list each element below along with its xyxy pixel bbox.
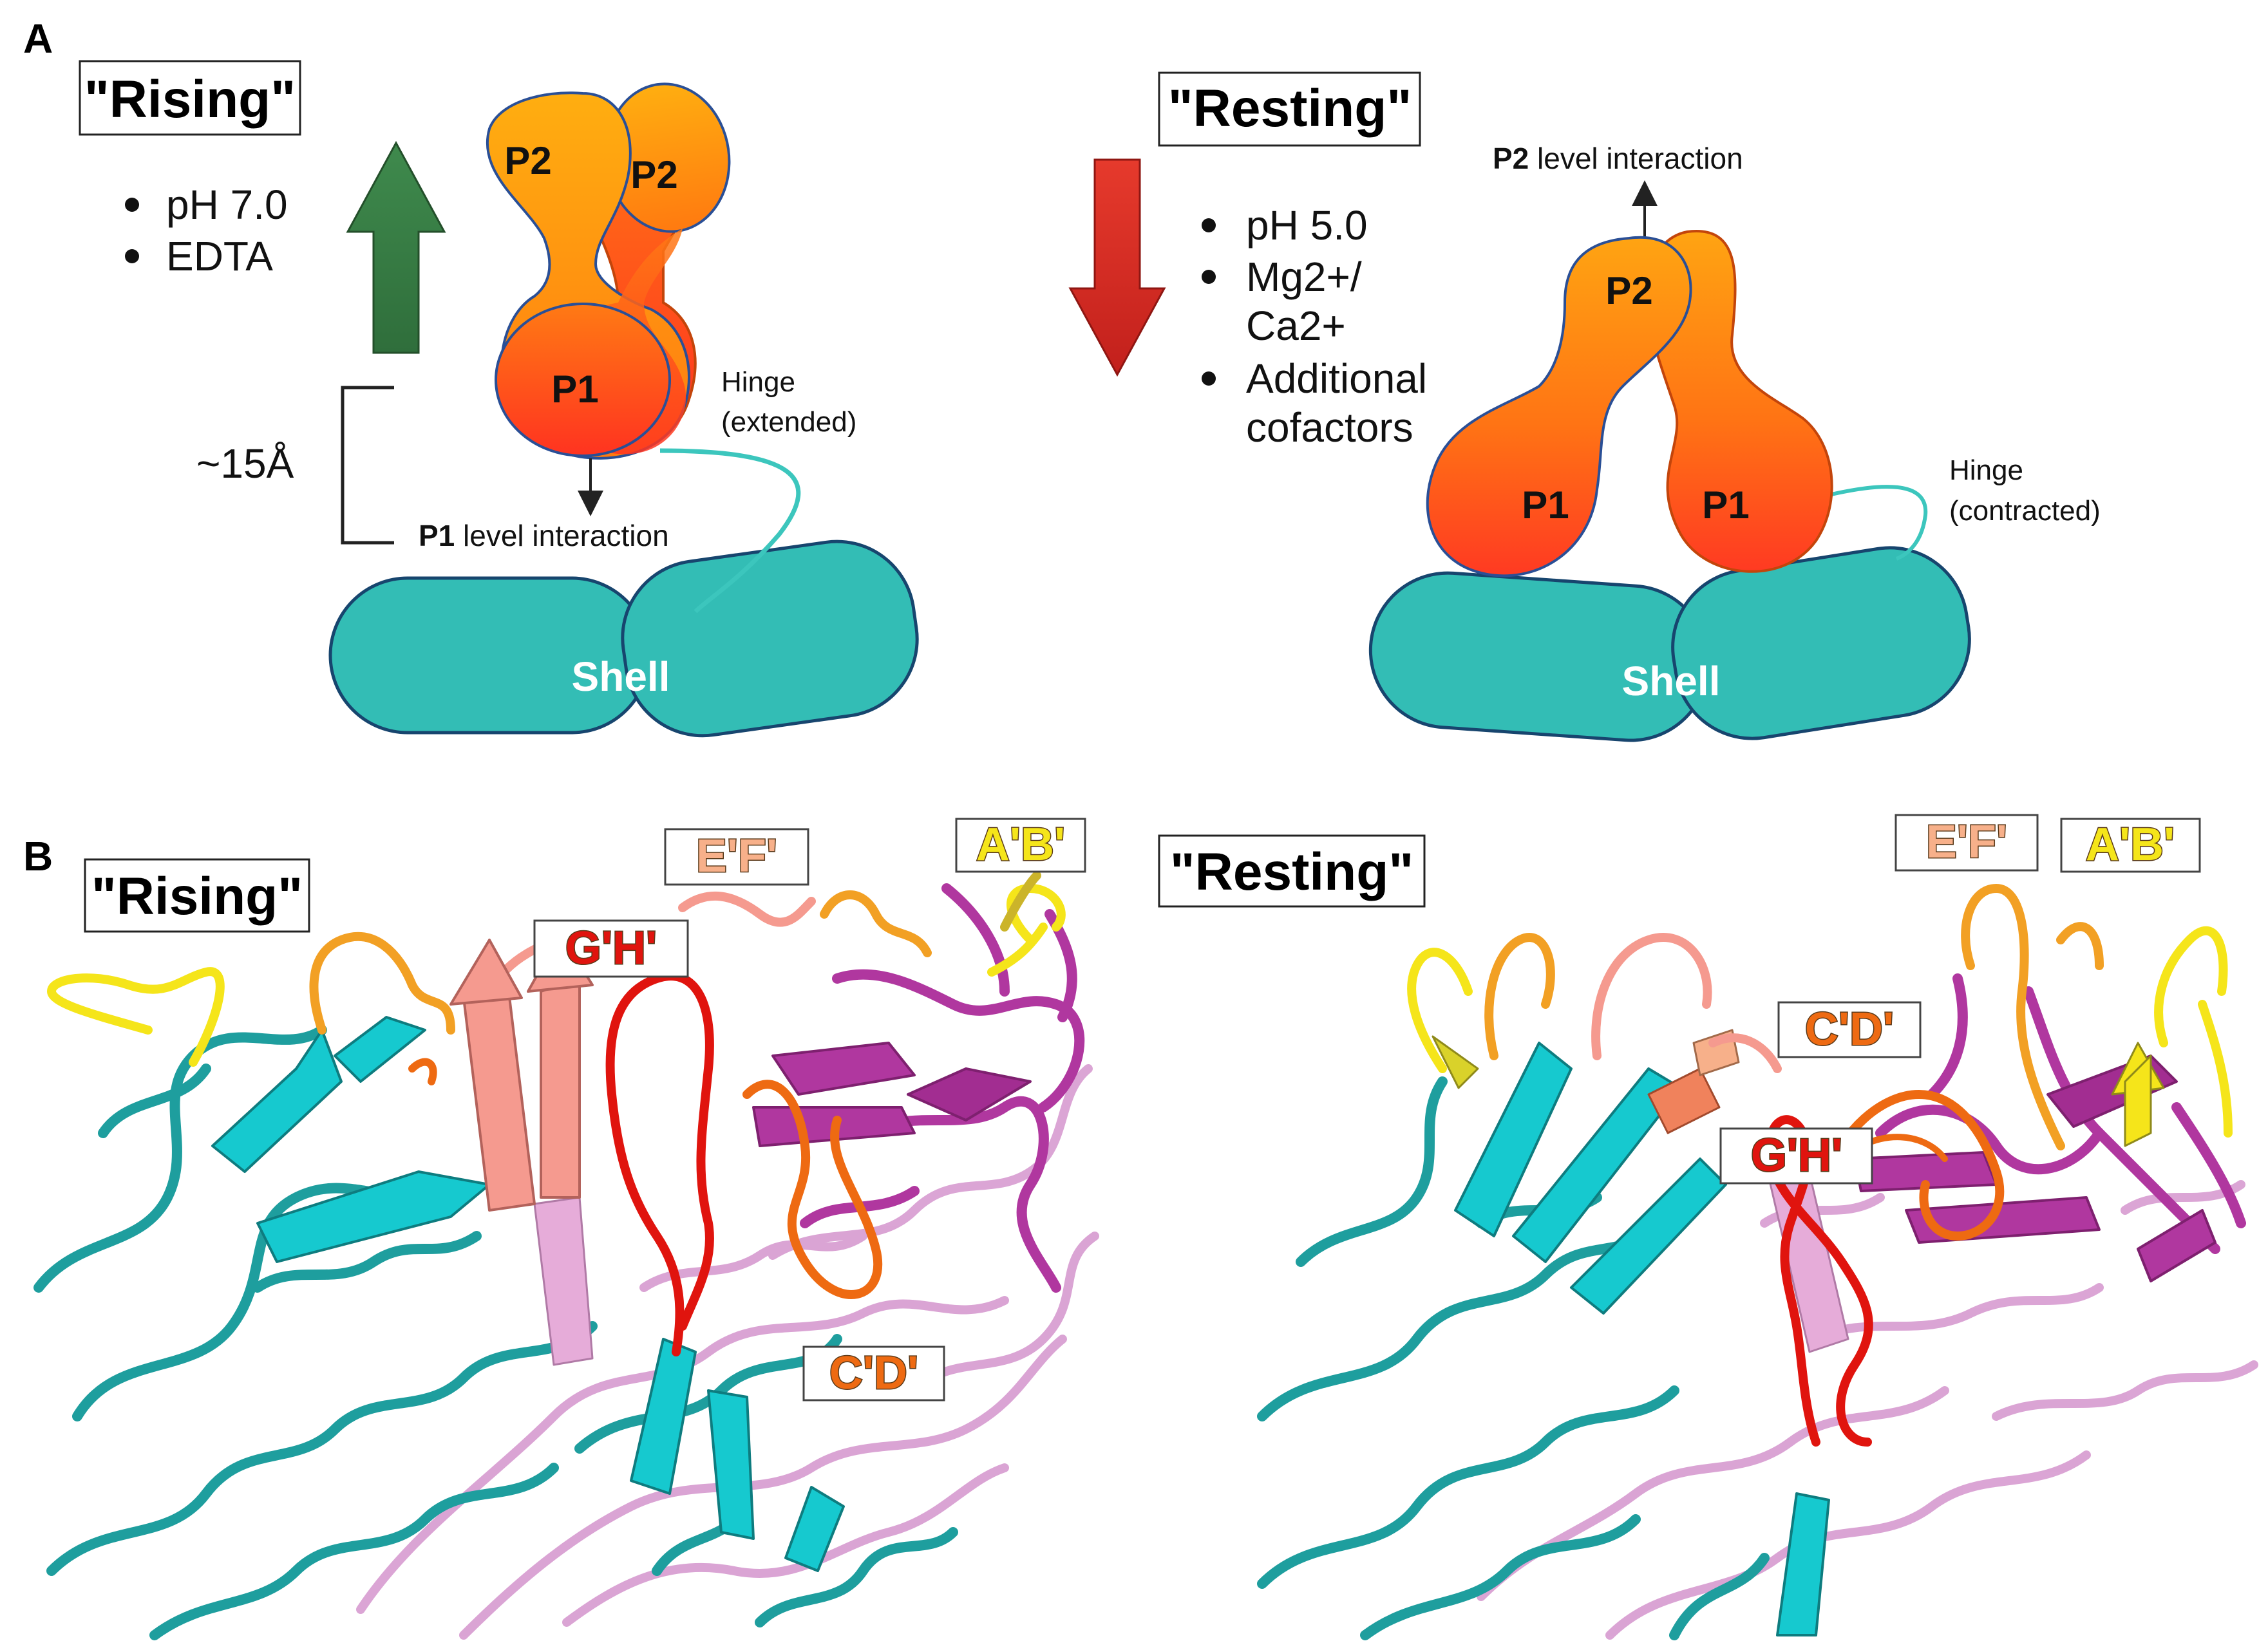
rising-panel-b-title: "Rising" [91, 867, 303, 926]
resting-ef-label: E'F' [1926, 816, 2007, 868]
rising-cd-label-box: C'D' [802, 1345, 945, 1402]
resting-protein-structure [1257, 884, 2258, 1640]
resting-panel-b-title: "Resting" [1170, 843, 1413, 901]
rising-gh-label-box: G'H' [533, 919, 689, 978]
rising-condition-2: EDTA [166, 233, 273, 279]
resting-gh-label: G'H' [1751, 1130, 1842, 1181]
resting-condition-3b: cofactors [1246, 404, 1413, 451]
rising-title: "Rising" [84, 70, 296, 129]
resting-domain-left [1426, 236, 1692, 577]
down-arrow-icon [1068, 158, 1166, 377]
resting-condition-3: Additional [1246, 355, 1427, 402]
resting-cd-label-box: C'D' [1777, 1001, 1922, 1058]
rising-panel-b-title-box: "Rising" [84, 858, 310, 933]
rising-ef-label-box: E'F' [664, 828, 809, 886]
distance-bracket: ~15Å [196, 386, 394, 545]
resting-ab-label-box: A'B' [2060, 818, 2201, 873]
panel-b-letter: B [23, 833, 53, 879]
resting-condition-2b: Ca2+ [1246, 303, 1346, 349]
rising-ef-label: E'F' [696, 830, 777, 882]
rising-p2-left-label: P2 [504, 139, 551, 182]
rising-hinge-label-line1: Hinge [721, 366, 795, 398]
up-arrow-icon [346, 140, 446, 354]
resting-title-box: "Resting" [1158, 71, 1421, 147]
rising-cd-label: C'D' [829, 1347, 918, 1399]
resting-conditions-list: pH 5.0 Mg2+/ Ca2+ Additional cofactors [1202, 202, 1427, 451]
rising-shell-label: Shell [572, 653, 670, 700]
rising-conditions-list: pH 7.0 EDTA [125, 182, 288, 279]
panel-a-letter: A [23, 15, 53, 62]
rising-condition-1: pH 7.0 [166, 182, 288, 228]
resting-condition-1: pH 5.0 [1246, 202, 1368, 248]
resting-hinge-label-line2: (contracted) [1949, 495, 2101, 527]
rising-title-box: "Rising" [79, 60, 301, 136]
rising-p2-right-label: P2 [630, 153, 677, 196]
rising-shell: Shell [328, 539, 919, 738]
rising-hinge-label-line2: (extended) [721, 406, 856, 438]
resting-shell: Shell [1368, 546, 1971, 742]
resting-ef-label-box: E'F' [1895, 814, 2039, 872]
resting-condition-2: Mg2+/ [1246, 254, 1362, 300]
rising-ab-label-box: A'B' [955, 818, 1086, 873]
rising-protein-structure [33, 871, 1099, 1640]
resting-shell-label: Shell [1622, 658, 1721, 704]
distance-label: ~15Å [196, 440, 294, 487]
resting-ab-label: A'B' [2086, 819, 2175, 870]
resting-hinge [1825, 485, 1928, 561]
resting-p1-left-label: P1 [1522, 483, 1569, 527]
rising-p1-label: P1 [551, 368, 598, 411]
rising-ab-label: A'B' [976, 819, 1065, 870]
resting-panel-b-title-box: "Resting" [1158, 834, 1426, 908]
resting-title: "Resting" [1168, 79, 1412, 138]
resting-hinge-label-line1: Hinge [1949, 455, 2023, 486]
resting-gh-label-box: G'H' [1719, 1127, 1873, 1185]
rising-domain-pair-left [486, 82, 731, 460]
rising-hinge [659, 448, 801, 614]
rising-interaction-label: P1 level interaction [419, 519, 669, 552]
resting-p2-label: P2 [1605, 269, 1652, 312]
resting-p1-right-label: P1 [1702, 483, 1749, 527]
resting-interaction-label: P2 level interaction [1493, 142, 1743, 175]
rising-gh-label: G'H' [565, 923, 657, 974]
resting-cd-label: C'D' [1805, 1004, 1894, 1055]
